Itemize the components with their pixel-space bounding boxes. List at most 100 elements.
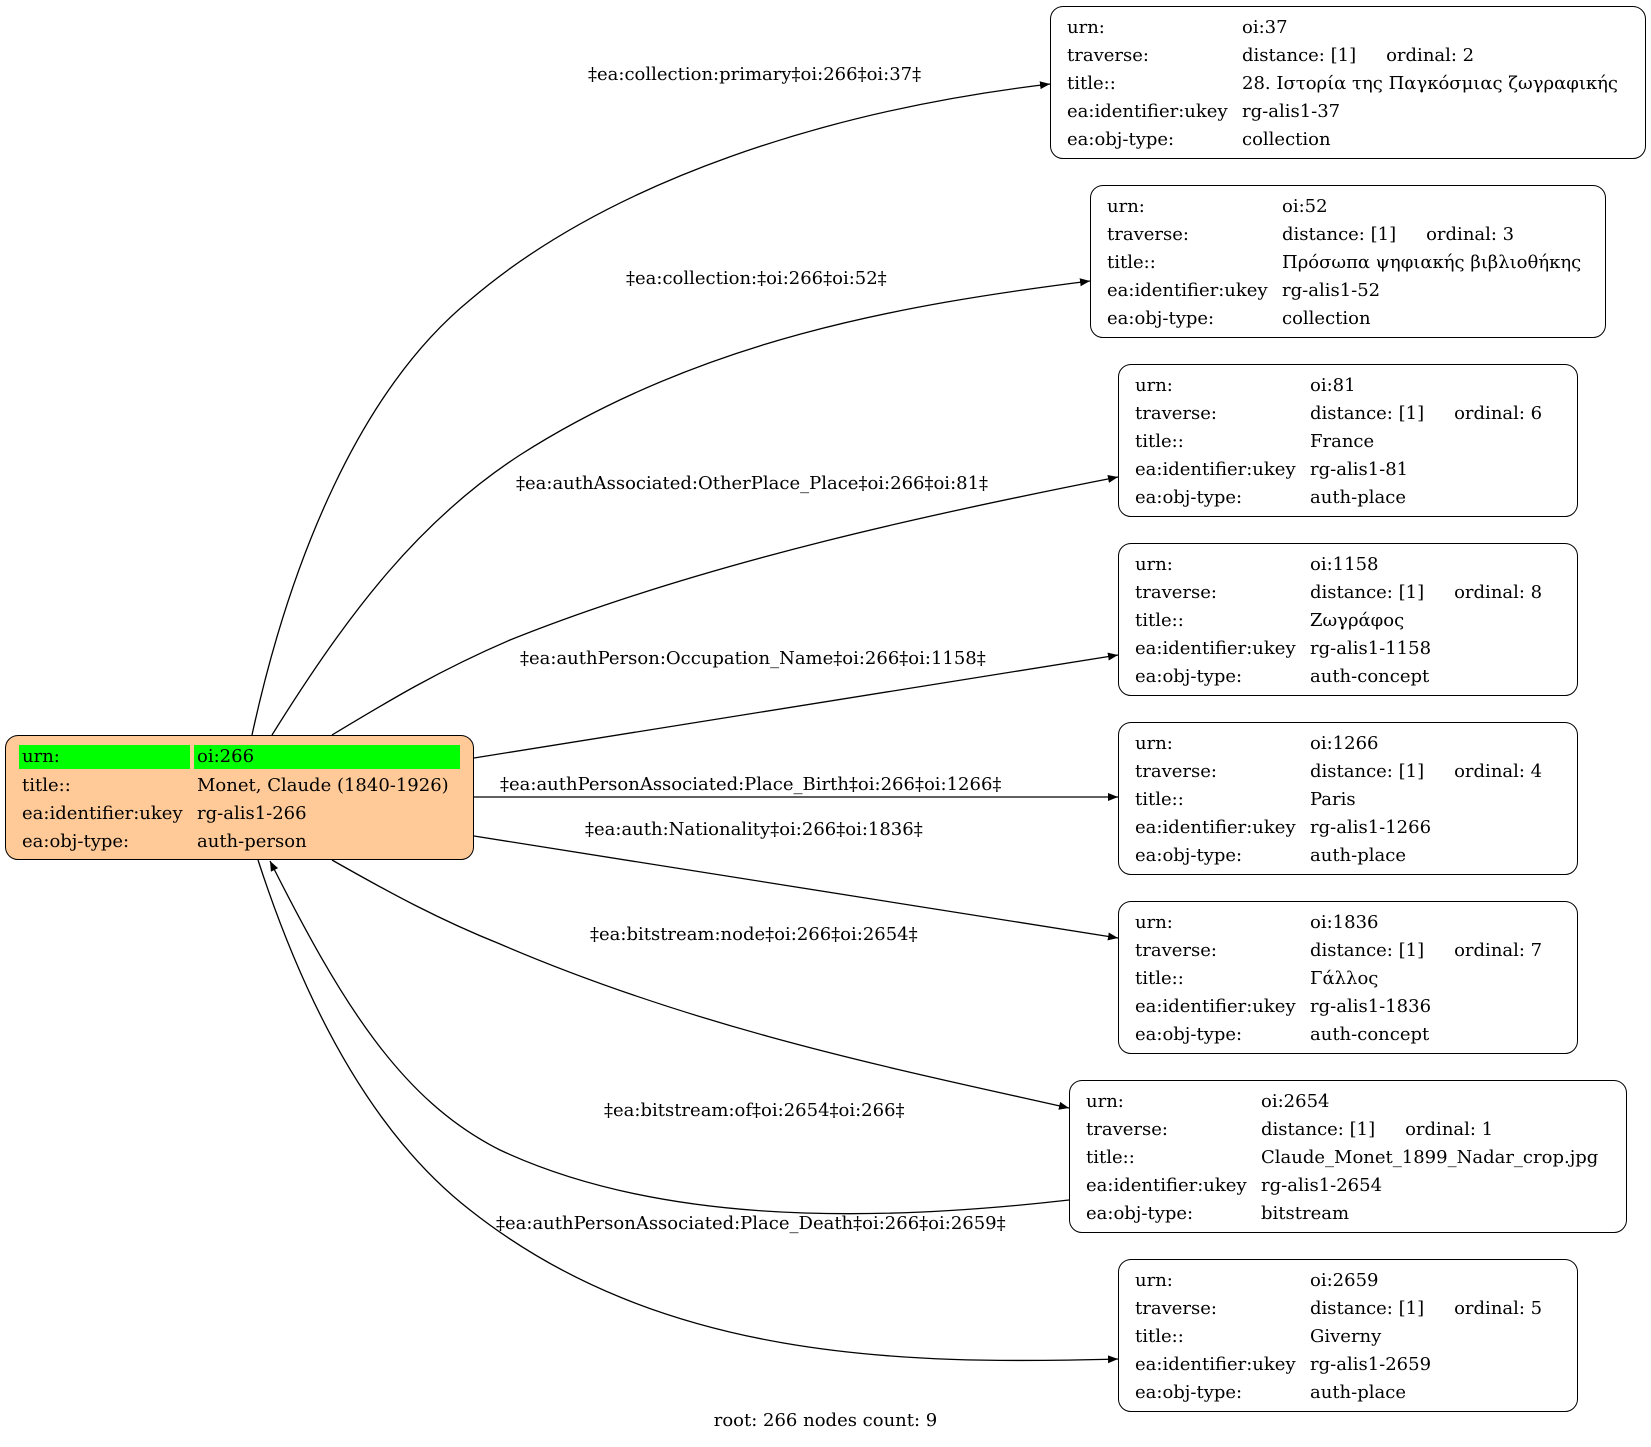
root-urn-row: urn: oi:266 [19, 743, 460, 771]
title-value: Claude_Monet_1899_Nadar_crop.jpg [1261, 1146, 1599, 1168]
row-key: urn: [1107, 195, 1145, 217]
urn-value: oi:1266 [1310, 732, 1379, 754]
edge-oi266-oi81 [331, 475, 1119, 736]
ordinal-value: ordinal: 3 [1426, 223, 1515, 245]
node-oi1836[interactable]: urn:oi:1836 traverse:distance: [1]ordina… [1118, 901, 1578, 1054]
distance-value: distance: [1] [1310, 760, 1425, 782]
row-key: urn: [1135, 1269, 1173, 1291]
type-value: auth-place [1310, 486, 1406, 508]
row-key: ea:identifier:ukey [1135, 1353, 1296, 1375]
row-key: ea:identifier:ukey [1135, 458, 1296, 480]
root-title-row: title:: Monet, Claude (1840-1926) [19, 771, 460, 799]
root-type-row: ea:obj-type: auth-person [19, 827, 460, 855]
edge-oi266-oi2659 [257, 859, 1119, 1364]
distance-value: distance: [1] [1310, 939, 1425, 961]
row-key: ea:identifier:ukey [1107, 279, 1268, 301]
node-oi37[interactable]: urn: oi:37 traverse: distance: [1] ordinal:… [1050, 6, 1646, 159]
ordinal-value: ordinal: 8 [1454, 581, 1543, 603]
row-value: auth-person [197, 830, 307, 852]
row-key: title:: [1135, 430, 1184, 452]
ordinal-value: ordinal: 5 [1454, 1297, 1543, 1319]
ukey-value: rg-alis1-81 [1310, 458, 1409, 480]
root-node[interactable]: urn: oi:266 title:: Monet, Claude (1840-… [5, 735, 474, 860]
urn-value: oi:2659 [1310, 1269, 1379, 1291]
ordinal-value: ordinal: 1 [1405, 1118, 1494, 1140]
urn-value: oi:1836 [1310, 911, 1379, 933]
edge-label: ‡ea:collection:‡oi:266‡oi:52‡ [626, 268, 887, 289]
urn-value: oi:37 [1242, 16, 1288, 38]
title-value: Paris [1310, 788, 1356, 810]
ordinal-value: ordinal: 2 [1386, 44, 1475, 66]
edge-label: ‡ea:auth:Nationality‡oi:266‡oi:1836‡ [585, 819, 923, 840]
type-value: collection [1242, 128, 1331, 150]
row-value: Monet, Claude (1840-1926) [197, 774, 449, 796]
row-key: traverse: [1135, 1297, 1217, 1319]
row-key: ea:identifier:ukey [1135, 995, 1296, 1017]
edge-label: ‡ea:collection:primary‡oi:266‡oi:37‡ [588, 64, 922, 85]
node-oi1266[interactable]: urn:oi:1266 traverse:distance: [1]ordina… [1118, 722, 1578, 875]
type-value: auth-place [1310, 1381, 1406, 1403]
row-key: title:: [1086, 1146, 1135, 1168]
row-key: ea:obj-type: [1135, 486, 1243, 508]
node-oi2659[interactable]: urn: oi:2659 traverse: distance: [1] ordina… [1118, 1259, 1578, 1412]
ukey-value: rg-alis1-1836 [1310, 995, 1432, 1017]
ukey-value: rg-alis1-52 [1282, 279, 1381, 301]
distance-value: distance: [1] [1282, 223, 1397, 245]
edge-oi266-oi52 [271, 278, 1091, 736]
type-value: auth-concept [1310, 665, 1430, 687]
row-key: title:: [1135, 967, 1184, 989]
row-key: title:: [1135, 1325, 1184, 1347]
urn-value: oi:52 [1282, 195, 1328, 217]
node-oi52[interactable]: urn: oi:52 traverse: distance: [1] ordinal:… [1090, 185, 1606, 338]
row-key: ea:identifier:ukey [1086, 1174, 1247, 1196]
node-oi1158[interactable]: urn:oi:1158 traverse:distance: [1]ordina… [1118, 543, 1578, 696]
node-oi2654[interactable]: urn:oi:2654 traverse:distance: [1]ordina… [1069, 1080, 1627, 1233]
row-key: ea:identifier:ukey [1067, 100, 1228, 122]
row-key: ea:obj-type: [1086, 1202, 1194, 1224]
title-value: Giverny [1310, 1325, 1382, 1347]
row-value: rg-alis1-266 [197, 802, 307, 824]
distance-value: distance: [1] [1261, 1118, 1376, 1140]
row-key: title:: [1135, 788, 1184, 810]
row-value: oi:266 [194, 745, 460, 769]
row-key: ea:identifier:ukey [22, 802, 183, 824]
title-value: Ζωγράφος [1310, 609, 1405, 631]
row-key: title:: [1135, 609, 1184, 631]
row-key: ea:obj-type: [1107, 307, 1215, 329]
edge-oi266-oi2654 [331, 859, 1070, 1110]
row-key: traverse: [1135, 402, 1217, 424]
row-key: title:: [22, 774, 71, 796]
urn-value: oi:81 [1310, 374, 1356, 396]
edge-oi266-oi37 [251, 81, 1051, 736]
edge-label: ‡ea:authPerson:Occupation_Name‡oi:266‡oi… [520, 648, 986, 669]
distance-value: distance: [1] [1242, 44, 1357, 66]
title-value: Πρόσωπα ψηφιακής βιβλιοθήκης [1282, 251, 1582, 273]
row-key: ea:obj-type: [1135, 1023, 1243, 1045]
row-key: ea:obj-type: [1067, 128, 1175, 150]
type-value: auth-place [1310, 844, 1406, 866]
edge-oi266-oi1836 [473, 835, 1119, 941]
row-key: ea:identifier:ukey [1135, 816, 1296, 838]
ordinal-value: ordinal: 4 [1454, 760, 1543, 782]
distance-value: distance: [1] [1310, 402, 1425, 424]
row-key: traverse: [1135, 939, 1217, 961]
row-key: ea:obj-type: [1135, 1381, 1243, 1403]
row-key: ea:obj-type: [1135, 665, 1243, 687]
row-key: traverse: [1067, 44, 1149, 66]
node-oi81[interactable]: urn:oi:81 traverse:distance: [1]ordinal:… [1118, 364, 1578, 517]
type-value: auth-concept [1310, 1023, 1430, 1045]
title-value: Γάλλος [1310, 967, 1379, 989]
row-key: title:: [1107, 251, 1156, 273]
row-key: traverse: [1107, 223, 1189, 245]
row-key: ea:identifier:ukey [1135, 637, 1296, 659]
row-key: ea:obj-type: [1135, 844, 1243, 866]
row-key: urn: [1135, 553, 1173, 575]
edge-label: ‡ea:bitstream:node‡oi:266‡oi:2654‡ [590, 924, 918, 945]
ordinal-value: ordinal: 6 [1454, 402, 1543, 424]
edge-label: ‡ea:bitstream:of‡oi:2654‡oi:266‡ [604, 1100, 905, 1121]
row-key: urn: [1067, 16, 1105, 38]
distance-value: distance: [1] [1310, 1297, 1425, 1319]
row-key: traverse: [1135, 581, 1217, 603]
ukey-value: rg-alis1-1158 [1310, 637, 1432, 659]
